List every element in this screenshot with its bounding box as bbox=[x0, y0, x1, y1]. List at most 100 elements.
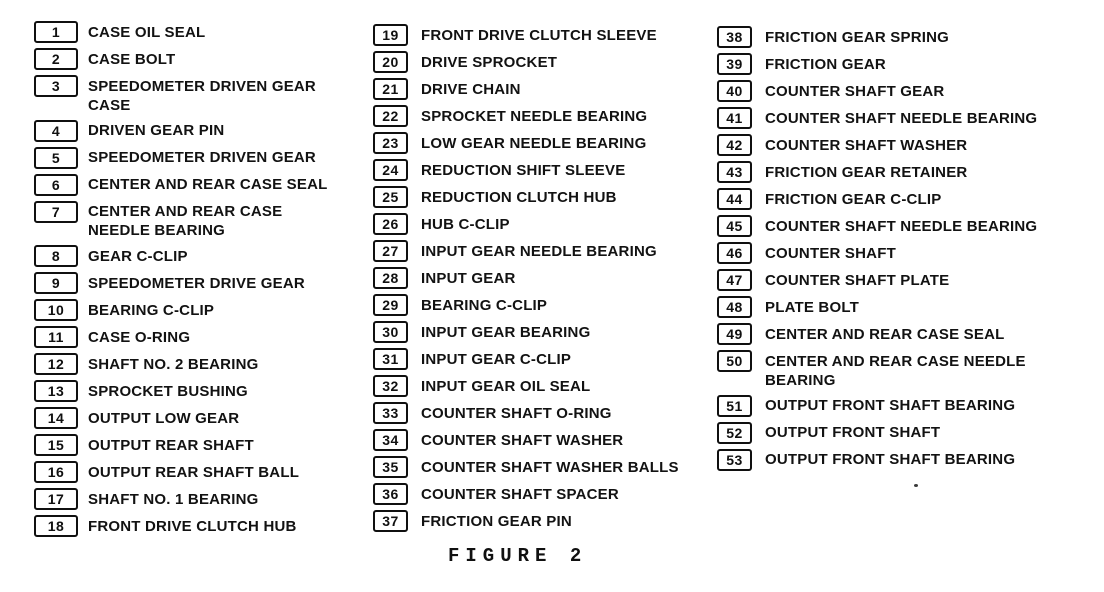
item-label: REDUCTION CLUTCH HUB bbox=[421, 188, 617, 206]
item-number-box: 48 bbox=[717, 296, 752, 318]
item-number-box: 43 bbox=[717, 161, 752, 183]
item-label: INPUT GEAR BEARING bbox=[421, 323, 591, 341]
figure-caption: FIGURE 2 bbox=[448, 545, 588, 567]
legend-item: 11 CASE O-RING bbox=[34, 326, 338, 348]
item-label: HUB C-CLIP bbox=[421, 215, 510, 233]
item-number-box: 53 bbox=[717, 448, 752, 471]
item-number-box: 37 bbox=[373, 510, 408, 532]
item-label: SPROCKET NEEDLE BEARING bbox=[421, 107, 648, 125]
legend-item: 41 COUNTER SHAFT NEEDLE BEARING bbox=[717, 107, 1065, 129]
legend-column-1: 1 CASE OIL SEAL 2 CASE BOLT 3 SPEEDOMETE… bbox=[34, 21, 338, 542]
item-label: COUNTER SHAFT WASHER bbox=[421, 431, 624, 449]
legend-item: 51 OUTPUT FRONT SHAFT BEARING bbox=[717, 394, 1065, 417]
legend-item: 37 FRICTION GEAR PIN bbox=[373, 510, 679, 532]
legend-item: 44 FRICTION GEAR C-CLIP bbox=[717, 188, 1065, 210]
item-label: PLATE BOLT bbox=[765, 298, 859, 316]
item-number-box: 34 bbox=[373, 429, 408, 451]
legend-item: 47 COUNTER SHAFT PLATE bbox=[717, 269, 1065, 291]
item-label: COUNTER SHAFT bbox=[765, 244, 896, 262]
item-label: LOW GEAR NEEDLE BEARING bbox=[421, 134, 647, 152]
item-number-box: 18 bbox=[34, 515, 78, 537]
item-number-box: 3 bbox=[34, 75, 78, 97]
legend-item: 19 FRONT DRIVE CLUTCH SLEEVE bbox=[373, 24, 679, 46]
item-number-box: 5 bbox=[34, 146, 78, 169]
item-number-box: 2 bbox=[34, 48, 78, 70]
item-number-box: 13 bbox=[34, 380, 78, 402]
legend-item: 36 COUNTER SHAFT SPACER bbox=[373, 483, 679, 505]
legend-item: 12 SHAFT NO. 2 BEARING bbox=[34, 353, 338, 375]
item-number-box: 14 bbox=[34, 407, 78, 429]
item-label: COUNTER SHAFT PLATE bbox=[765, 271, 950, 289]
item-label: CENTER AND REAR CASE SEAL bbox=[765, 325, 1005, 343]
item-label: DRIVE CHAIN bbox=[421, 80, 521, 98]
item-number-box: 11 bbox=[34, 326, 78, 348]
legend-item: 29 BEARING C-CLIP bbox=[373, 294, 679, 316]
item-number-box: 42 bbox=[717, 134, 752, 156]
item-number-box: 8 bbox=[34, 245, 78, 267]
legend-item: 40 COUNTER SHAFT GEAR bbox=[717, 80, 1065, 102]
legend-item: 22 SPROCKET NEEDLE BEARING bbox=[373, 105, 679, 127]
legend-item: 1 CASE OIL SEAL bbox=[34, 21, 338, 43]
item-number-box: 19 bbox=[373, 24, 408, 46]
item-number-box: 1 bbox=[34, 21, 78, 43]
legend-item: 26 HUB C-CLIP bbox=[373, 213, 679, 235]
legend-item: 10 BEARING C-CLIP bbox=[34, 299, 338, 321]
item-number-box: 36 bbox=[373, 483, 408, 505]
item-label: OUTPUT REAR SHAFT bbox=[88, 436, 254, 454]
legend-item: 3 SPEEDOMETER DRIVEN GEAR CASE bbox=[34, 75, 338, 115]
legend-item: 20 DRIVE SPROCKET bbox=[373, 51, 679, 73]
legend-item: 17 SHAFT NO. 1 BEARING bbox=[34, 488, 338, 510]
item-label: SPEEDOMETER DRIVEN GEAR bbox=[88, 149, 316, 166]
item-label: FRICTION GEAR RETAINER bbox=[765, 163, 968, 181]
item-number-box: 50 bbox=[717, 350, 752, 372]
legend-item: 13 SPROCKET BUSHING bbox=[34, 380, 338, 402]
item-label: FRICTION GEAR C-CLIP bbox=[765, 190, 942, 208]
item-label: SPEEDOMETER DRIVE GEAR bbox=[88, 274, 305, 292]
item-label: COUNTER SHAFT GEAR bbox=[765, 82, 945, 100]
item-label: CASE O-RING bbox=[88, 328, 191, 346]
item-number-box: 21 bbox=[373, 78, 408, 100]
item-label: SHAFT NO. 1 BEARING bbox=[88, 490, 259, 508]
legend-item: 14 OUTPUT LOW GEAR bbox=[34, 407, 338, 429]
legend-item: 9 SPEEDOMETER DRIVE GEAR bbox=[34, 272, 338, 294]
item-number-box: 33 bbox=[373, 402, 408, 424]
item-label: OUTPUT LOW GEAR bbox=[88, 409, 240, 427]
item-number-box: 27 bbox=[373, 240, 408, 262]
legend-item: 53 OUTPUT FRONT SHAFT BEARING bbox=[717, 448, 1065, 471]
item-number-box: 51 bbox=[717, 394, 752, 417]
item-number-box: 35 bbox=[373, 456, 408, 478]
legend-item: 23 LOW GEAR NEEDLE BEARING bbox=[373, 132, 679, 154]
item-number-box: 17 bbox=[34, 488, 78, 510]
item-number-box: 38 bbox=[717, 26, 752, 48]
item-number-box: 45 bbox=[717, 215, 752, 237]
item-number-box: 10 bbox=[34, 299, 78, 321]
item-number-box: 9 bbox=[34, 272, 78, 294]
legend-item: 4 DRIVEN GEAR PIN bbox=[34, 119, 338, 142]
item-number-box: 47 bbox=[717, 269, 752, 291]
item-label: CASE OIL SEAL bbox=[88, 23, 206, 41]
item-number-box: 7 bbox=[34, 200, 78, 223]
legend-item: 43 FRICTION GEAR RETAINER bbox=[717, 161, 1065, 183]
item-number-box: 28 bbox=[373, 267, 408, 289]
item-label: FRONT DRIVE CLUTCH HUB bbox=[88, 517, 297, 535]
item-number-box: 46 bbox=[717, 242, 752, 264]
item-label: FRONT DRIVE CLUTCH SLEEVE bbox=[421, 26, 657, 44]
item-label: OUTPUT FRONT SHAFT BEARING bbox=[765, 397, 1016, 414]
legend-item: 6 CENTER AND REAR CASE SEAL bbox=[34, 173, 338, 196]
item-number-box: 30 bbox=[373, 321, 408, 343]
legend-item: 50 CENTER AND REAR CASE NEEDLE BEARING bbox=[717, 350, 1065, 390]
legend-item: 30 INPUT GEAR BEARING bbox=[373, 321, 679, 343]
item-label: SPROCKET BUSHING bbox=[88, 382, 248, 400]
item-number-box: 44 bbox=[717, 188, 752, 210]
item-label: COUNTER SHAFT SPACER bbox=[421, 485, 619, 503]
item-number-box: 52 bbox=[717, 421, 752, 444]
item-number-box: 32 bbox=[373, 375, 408, 397]
legend-item: 48 PLATE BOLT bbox=[717, 296, 1065, 318]
item-label: COUNTER SHAFT WASHER bbox=[765, 136, 968, 154]
legend-item: 2 CASE BOLT bbox=[34, 48, 338, 70]
item-label: OUTPUT FRONT SHAFT bbox=[765, 424, 941, 441]
item-number-box: 16 bbox=[34, 461, 78, 483]
legend-item: 21 DRIVE CHAIN bbox=[373, 78, 679, 100]
item-number-box: 31 bbox=[373, 348, 408, 370]
